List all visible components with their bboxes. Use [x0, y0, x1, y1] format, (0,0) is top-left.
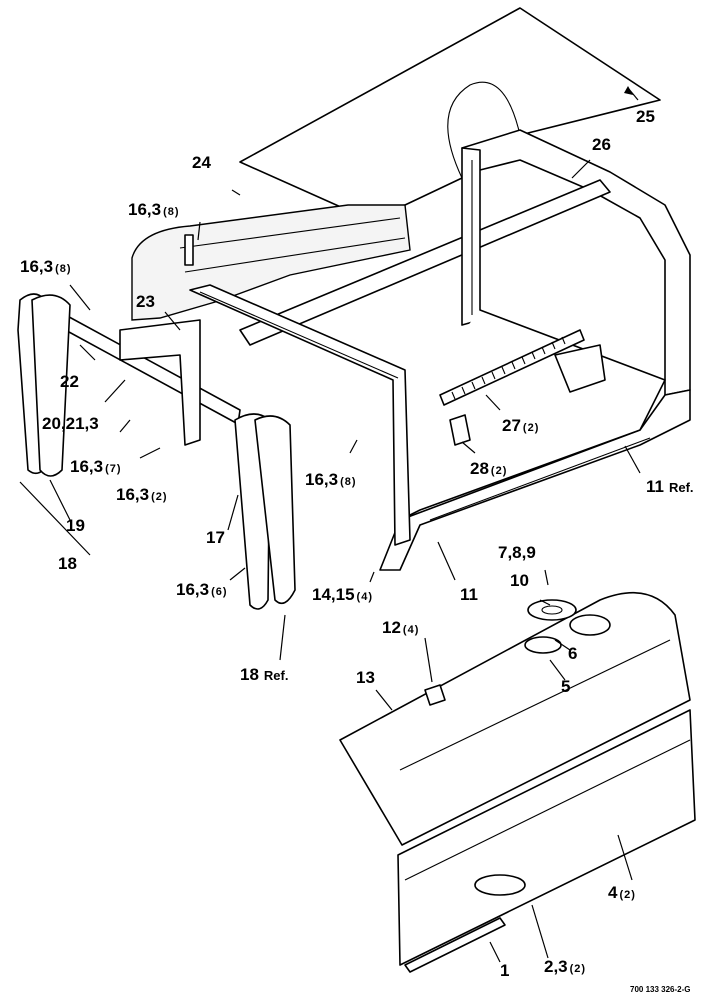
callout-10: 10 — [510, 571, 529, 590]
callout-28: 28(2) — [470, 459, 507, 478]
callout-6: 6 — [568, 644, 577, 663]
part-17-side-panel — [234, 413, 296, 610]
callout-7-8-9: 7,8,9 — [498, 543, 536, 562]
part-28-bracket — [449, 414, 471, 446]
callout-16-3-f: 16,3(6) — [176, 580, 228, 599]
callout-16-3-b: 16,3(8) — [20, 257, 72, 276]
callout-16-3-e: 16,3(8) — [305, 470, 357, 489]
part-24-upper-shield — [131, 204, 411, 321]
callout-22: 22 — [60, 372, 79, 391]
part-13-lower-shield — [339, 592, 691, 846]
callout-19: 19 — [66, 516, 85, 535]
callout-17: 17 — [206, 528, 225, 547]
callout-27: 27(2) — [502, 416, 539, 435]
part-18-left-panel — [17, 293, 71, 477]
callout-25: 25 — [636, 107, 655, 126]
callout-18: 18 — [58, 554, 77, 573]
callout-26: 26 — [592, 135, 611, 154]
part-hardware-group — [424, 599, 577, 706]
callout-11: 11 — [460, 585, 478, 604]
part-1-bottom-strip — [404, 917, 506, 973]
part-4-lower-door — [397, 709, 696, 966]
callout-16-3-a: 16,3(8) — [128, 200, 180, 219]
callout-12: 12(4) — [382, 618, 419, 637]
callout-labels: 25 24 26 16,3(8) 16,3(8) 23 22 20,21,3 1… — [20, 107, 694, 980]
part-27-spring — [439, 329, 606, 406]
callout-13: 13 — [356, 668, 375, 687]
callout-23: 23 — [136, 292, 155, 311]
drawing-number: 700 133 326-2-G — [630, 985, 691, 994]
callout-4: 4(2) — [608, 883, 636, 902]
callout-5: 5 — [561, 677, 570, 696]
leader-lines — [19, 86, 641, 963]
callout-14-15: 14,15(4) — [312, 585, 373, 604]
callout-2-3: 2,3(2) — [544, 957, 586, 976]
callout-16-3-c: 16,3(7) — [70, 457, 122, 476]
callout-16-3-d: 16,3(2) — [116, 485, 168, 504]
callout-1: 1 — [500, 961, 509, 980]
callout-24: 24 — [192, 153, 211, 172]
callout-20-21-3: 20,21,3 — [42, 414, 99, 433]
